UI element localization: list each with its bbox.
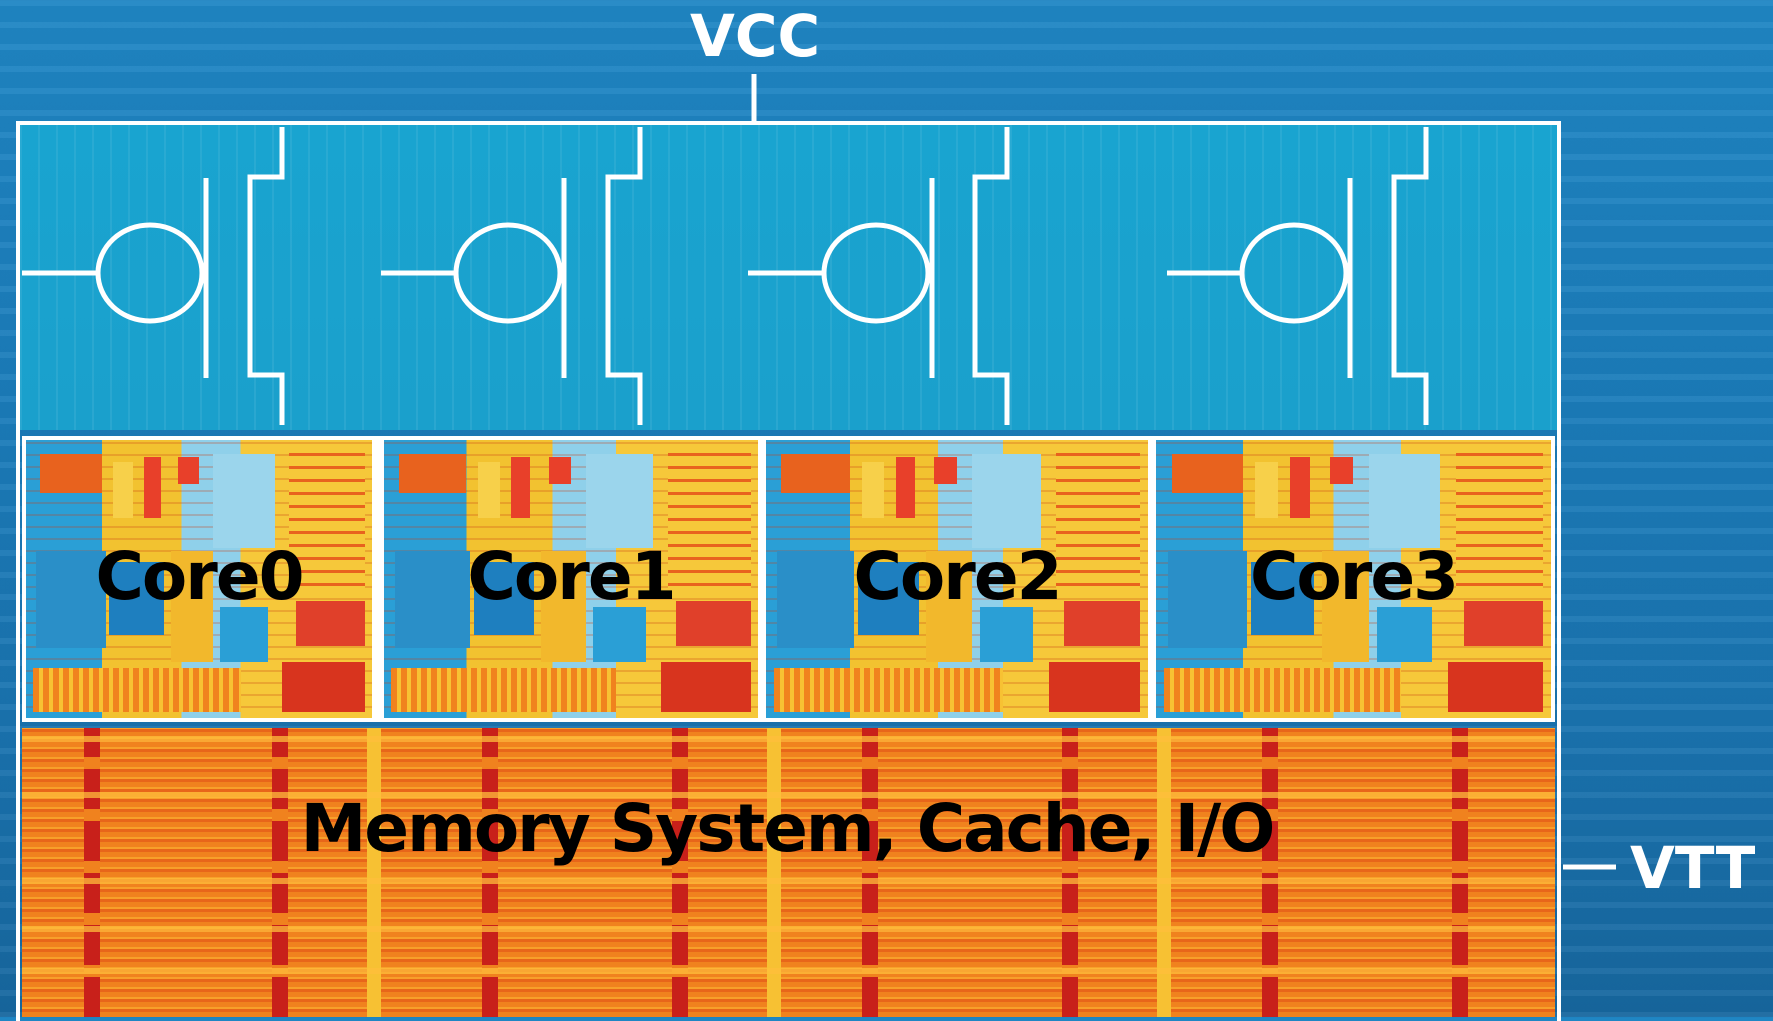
die-texture: [391, 667, 616, 713]
die-texture: [926, 551, 973, 663]
die-texture: [1329, 456, 1354, 485]
die-texture: [541, 551, 586, 663]
memory-stripe: [672, 728, 688, 1017]
gate-bubble: [95, 222, 205, 324]
core-label: Core1: [467, 538, 676, 615]
memory-stripe: [1452, 728, 1468, 1017]
die-texture: [1063, 601, 1141, 646]
memory-stripe: [862, 728, 878, 1017]
gate-bubble: [453, 222, 563, 324]
vtt-label: VTT: [1630, 834, 1756, 902]
core-label: Core0: [95, 538, 304, 615]
die-texture: [1456, 451, 1544, 596]
chip-outline: [16, 121, 1561, 1021]
die-texture: [219, 606, 269, 663]
die-texture: [295, 601, 366, 646]
memory-stripe: [767, 728, 781, 1017]
memory-band: [22, 878, 1555, 884]
vcc-label: VCC: [690, 2, 821, 70]
die-texture: [1250, 562, 1314, 635]
gate-channel: [1391, 127, 1429, 425]
core-label: Core2: [853, 538, 1062, 615]
die-texture: [781, 453, 851, 493]
memory-stripe: [272, 728, 288, 1017]
die-texture: [675, 601, 751, 646]
die-texture: [585, 453, 654, 549]
die-texture: [171, 551, 213, 663]
die-texture: [773, 667, 1003, 713]
memory-stripe: [1262, 728, 1278, 1017]
die-texture: [36, 551, 106, 649]
core-block: Core2: [766, 440, 1148, 718]
die-texture: [1048, 662, 1141, 713]
gate-bubble: [821, 222, 931, 324]
core-block: Core1: [384, 440, 758, 718]
die-texture: [143, 456, 161, 518]
memory-stripe: [1157, 728, 1171, 1017]
cores-row: Core0 Core1 Core2 Core3: [22, 436, 1555, 722]
memory-label: Memory System, Cache, I/O: [300, 790, 1276, 867]
die-texture: [32, 667, 241, 713]
core-block: Core3: [1156, 440, 1551, 718]
core-block: Core0: [26, 440, 372, 718]
die-texture: [1321, 551, 1370, 663]
die-texture: [777, 551, 854, 649]
die-texture: [1369, 453, 1441, 549]
die-texture: [972, 453, 1042, 549]
die-texture: [282, 662, 366, 713]
die-texture: [109, 562, 165, 635]
die-texture: [1290, 456, 1311, 518]
memory-band: [22, 926, 1555, 932]
die-texture: [934, 456, 957, 485]
die-texture: [112, 462, 134, 518]
die-texture: [1167, 551, 1247, 649]
gate-bubble: [1239, 222, 1349, 324]
core-label: Core3: [1249, 538, 1459, 615]
memory-band: [22, 968, 1555, 974]
die-texture: [895, 456, 915, 518]
memory-stripe: [1062, 728, 1078, 1017]
die-texture: [511, 456, 530, 518]
die-texture: [178, 456, 199, 485]
die-texture: [212, 453, 276, 549]
die-texture: [660, 662, 751, 713]
gate-channel: [972, 127, 1010, 425]
die-texture: [395, 551, 471, 649]
die-texture: [979, 606, 1034, 663]
die-texture: [668, 451, 751, 596]
die-texture: [1163, 667, 1401, 713]
memory-stripe: [482, 728, 498, 1017]
die-texture: [39, 453, 103, 493]
memory-band: [22, 736, 1555, 742]
memory-band: [22, 792, 1555, 798]
die-texture: [1464, 601, 1544, 646]
die-texture: [477, 462, 500, 518]
memory-stripe: [367, 728, 381, 1017]
die-texture: [398, 453, 467, 493]
die-texture: [1448, 662, 1544, 713]
die-texture: [593, 606, 646, 663]
die-texture: [857, 562, 919, 635]
memory-stripe: [84, 728, 100, 1017]
die-texture: [1056, 451, 1141, 596]
die-texture: [473, 562, 534, 635]
die-texture: [288, 451, 366, 596]
die-texture: [1377, 606, 1433, 663]
die-texture: [1171, 453, 1243, 493]
die-texture: [861, 462, 885, 518]
memory-block: [22, 728, 1555, 1017]
die-texture: [548, 456, 571, 485]
gate-channel: [605, 127, 643, 425]
gate-channel: [247, 127, 285, 425]
die-texture: [1254, 462, 1279, 518]
